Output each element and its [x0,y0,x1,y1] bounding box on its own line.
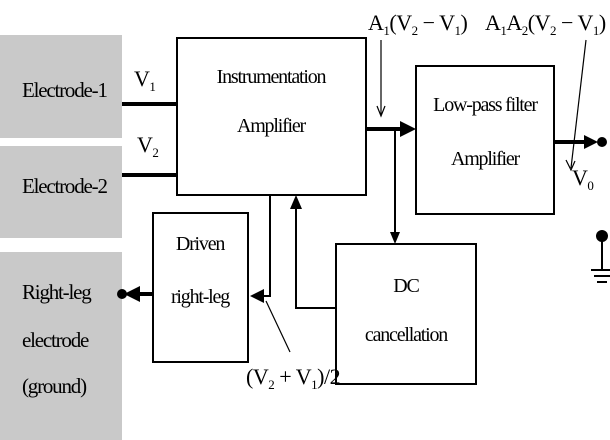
a1-signal-pointer-tip [376,105,386,118]
a1a2-signal-pointer [570,39,587,169]
common-mode-wire [262,195,271,297]
instrumentation-amplifier-block [176,37,367,196]
electrode-1-label: Electrode-1 [22,78,107,102]
driven-right-leg-block [152,212,249,363]
output-terminal [597,137,607,147]
common-mode-label: (V2 + V1)/2 [246,364,340,392]
dc-feedback-arrowhead [290,195,302,209]
v1-label: V1 [134,66,155,94]
lowpass-filter-label-line2: Amplifier [451,148,521,170]
v2-label: V2 [137,132,158,160]
right-leg-electrode-label-line3: (ground) [22,374,87,398]
amplifier-output-arrowhead [400,121,416,137]
electrode-2-panel [0,146,122,238]
driven-right-leg-label-line2: right-leg [171,286,230,308]
lowpass-filter-block [415,65,555,215]
dc-cancellation-block [335,243,477,385]
right-leg-electrode-label-line1: Right-leg [22,280,92,304]
common-mode-pointer [265,300,291,353]
v0-label: V0 [572,165,593,193]
electrode-1-panel [0,35,122,138]
right-leg-terminal [117,289,127,299]
dc-cancellation-label-line1: DC [393,275,419,297]
electrode-2-label: Electrode-2 [22,174,107,198]
driven-right-leg-label-line1: Driven [176,233,226,255]
right-leg-electrode-label-line2: electrode [22,328,89,352]
a1-signal-label: A1(V2 − V1) [368,10,468,38]
right-leg-electrode-panel [0,252,122,440]
instrumentation-amplifier-label-line2: Amplifier [237,115,307,137]
dc-tap-arrowhead [390,232,400,244]
lowpass-output-arrowhead [584,135,598,149]
common-mode-arrowhead [250,289,264,303]
a1a2-signal-label: A1A2(V2 − V1) [485,10,606,38]
dc-cancellation-label-line2: cancellation [365,324,448,346]
lowpass-filter-label-line1: Low-pass filter [433,94,538,116]
a1a2-signal-pointer-tip [565,159,576,172]
dc-feedback-wire [295,205,336,309]
instrumentation-amplifier-label-line1: Instrumentation [217,66,327,88]
drl-output-arrowhead [124,286,140,302]
